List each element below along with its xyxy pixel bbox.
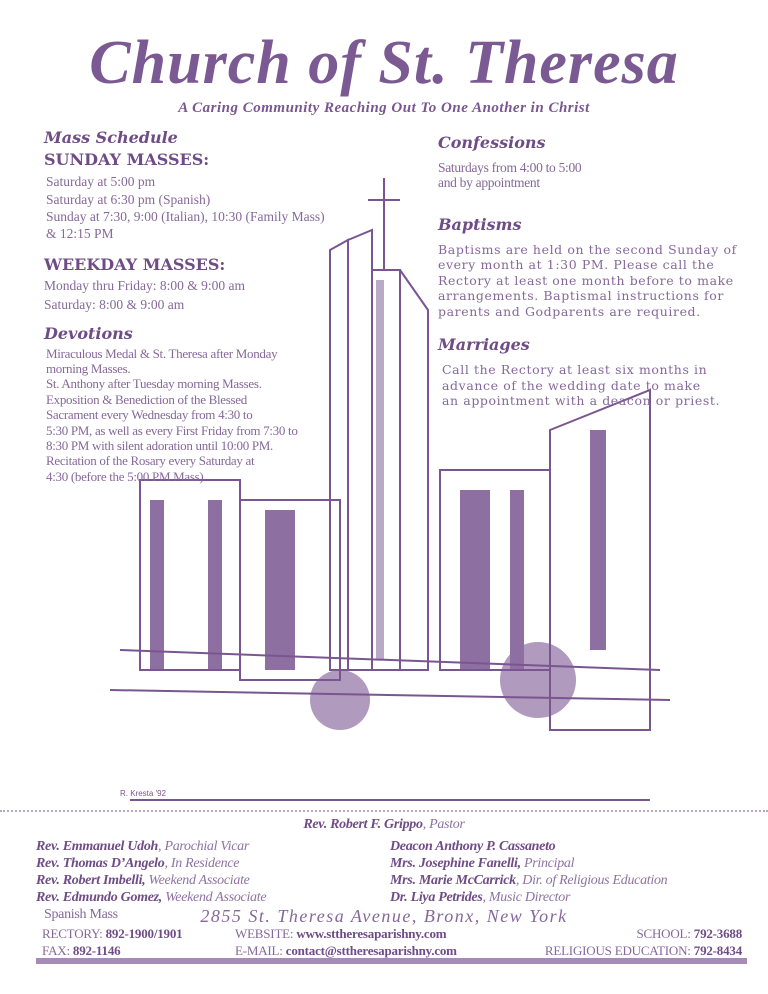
staff-name: Rev. Robert Imbelli, [36,873,146,888]
pastor-name: Rev. Robert F. Grippo [303,817,423,832]
cross-icon [368,178,400,270]
weekday-masses-heading: WEEKDAY MASSES: [44,254,226,274]
web-contact: WEBSITE: www.sttheresaparishny.com E-MAI… [235,925,457,959]
sunday-mass-line: Sunday at 7:30, 9:00 (Italian), 10:30 (F… [46,209,325,224]
right-column: Confessions Saturdays from 4:00 to 5:00 … [438,133,758,409]
school-contact: SCHOOL: 792-3688 RELIGIOUS EDUCATION: 79… [545,925,742,959]
school-phone: 792-3688 [693,926,742,941]
staff-member: Rev. Emmanuel Udoh, Parochial Vicar [36,838,266,855]
devotion-line: St. Anthony after Tuesday morning Masses… [46,376,262,392]
staff-member: Dr. Liya Petrides, Music Director [390,889,667,906]
mass-schedule-section: Mass Schedule SUNDAY MASSES: Saturday at… [44,128,384,484]
staff-role: , Music Director [482,890,571,905]
email-link[interactable]: contact@sttheresaparishny.com [285,943,457,958]
religious-ed-label: RELIGIOUS EDUCATION: [544,943,694,958]
baptisms-line: every month at 1:30 PM. Please call the [438,257,715,273]
fax-label: FAX: [42,943,73,958]
devotion-line: Sacrament every Wednesday from 4:30 to [46,407,253,423]
baptisms-line: Baptisms are held on the second Sunday o… [438,241,737,257]
rectory-label: RECTORY: [42,926,106,941]
staff-member: Mrs. Marie McCarrick, Dir. of Religious … [390,872,668,889]
marriages-heading: Marriages [438,335,530,355]
staff-name: Mrs. Marie McCarrick [390,873,516,888]
staff-left: Rev. Emmanuel Udoh, Parochial Vicar Rev.… [36,838,267,923]
devotions-text: Miraculous Medal & St. Theresa after Mon… [44,346,384,485]
sunday-mass-line: Saturday at 5:00 pm [46,174,156,189]
email-label: E-MAIL: [235,943,286,958]
weekday-mass-line: Saturday: 8:00 & 9:00 am [44,296,185,312]
baptisms-line: arrangements. Baptismal instructions for [438,288,724,304]
sunday-masses-heading: SUNDAY MASSES: [44,150,210,169]
sunday-mass-line: Saturday at 6:30 pm (Spanish) [46,191,211,207]
religious-ed-phone: 792-8434 [693,943,742,958]
staff-name: Rev. Thomas D’Angelo [36,856,165,871]
staff-note: Spanish Mass [44,907,118,922]
staff-member: Rev. Thomas D’Angelo, In Residence [36,855,266,872]
confessions-heading: Confessions [438,133,546,152]
staff-name: Dr. Liya Petrides [390,890,483,905]
school-label: SCHOOL: [636,926,694,941]
marriages-line: advance of the wedding date to make [442,377,701,393]
tagline: A Caring Community Reaching Out To One A… [178,100,590,116]
baptisms-heading: Baptisms [438,214,522,234]
staff-member: Mrs. Josephine Fanelli, Principal [390,855,667,872]
pastor-role: , Pastor [422,817,465,832]
rectory-phone: 892-1900/1901 [105,926,183,941]
devotion-line: 5:30 PM, as well as every First Friday f… [46,422,298,438]
bottom-bar [36,958,747,964]
baptisms-line: parents and Godparents are required. [438,303,701,319]
devotion-line: 8:30 PM with silent adoration until 10:0… [46,437,274,453]
staff-role: Weekend Associate [145,873,250,888]
staff-role: , Dir. of Religious Education [515,873,668,888]
fax-number: 892-1146 [72,943,121,958]
staff-role: , Parochial Vicar [158,839,249,854]
website-link[interactable]: www.sttheresaparishny.com [296,926,447,941]
staff-name: Mrs. Josephine Fanelli, [390,856,521,871]
baptisms-line: Rectory at least one month before to mak… [438,272,734,288]
devotions-heading: Devotions [44,323,133,343]
staff-role: , In Residence [164,856,240,871]
devotion-line: morning Masses. [46,360,131,376]
pastor-line: Rev. Robert F. Grippo, Pastor [0,816,768,833]
dotted-divider [0,810,768,812]
address: 2855 St. Theresa Avenue, Bronx, New York [200,906,568,926]
weekday-mass-line: Monday thru Friday: 8:00 & 9:00 am [44,277,245,293]
staff-member: Rev. Edmundo Gomez, Weekend Associate [36,889,267,906]
staff-role: Principal [520,856,575,871]
staff-name: Rev. Edmundo Gomez, [36,890,163,905]
devotion-line: Exposition & Benediction of the Blessed [46,391,247,407]
mass-schedule-heading: Mass Schedule [44,128,178,147]
staff-role: Weekend Associate [162,890,267,905]
devotion-line: Recitation of the Rosary every Saturday … [46,453,255,469]
staff-name: Deacon Anthony P. Cassaneto [390,839,556,854]
staff-right: Deacon Anthony P. Cassaneto Mrs. Josephi… [390,838,668,906]
page-title: Church of St. Theresa [89,29,679,97]
staff-member: Rev. Robert Imbelli, Weekend Associate [36,872,266,889]
marriages-line: Call the Rectory at least six months in [442,362,708,378]
staff-name: Rev. Emmanuel Udoh [36,839,159,854]
sunday-mass-line: & 12:15 PM [46,225,114,241]
church-illustration: R. Kresta '92 [110,178,670,801]
marriages-line: an appointment with a deacon or priest. [442,393,721,409]
devotion-line: 4:30 (before the 5:00 PM Mass) [46,468,204,484]
confessions-line: Saturdays from 4:00 to 5:00 [438,160,582,175]
artist-signature: R. Kresta '92 [120,789,167,798]
rectory-contact: RECTORY: 892-1900/1901 FAX: 892-1146 [42,925,183,959]
devotion-line: Miraculous Medal & St. Theresa after Mon… [46,345,278,361]
staff-member: Deacon Anthony P. Cassaneto [390,838,667,855]
website-label: WEBSITE: [235,926,297,941]
confessions-line: and by appointment [438,175,540,191]
